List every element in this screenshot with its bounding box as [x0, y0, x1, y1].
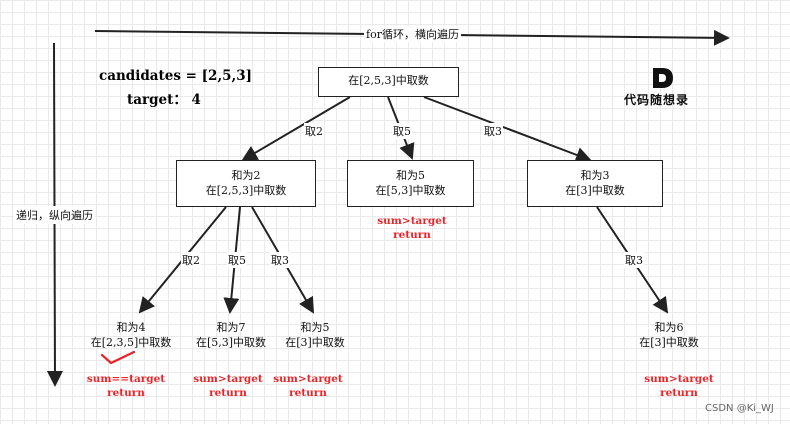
leaf-sum6-status: sum>target return: [639, 372, 719, 400]
root-node: 在[2,5,3]中取数: [318, 67, 459, 97]
leaf-sum4-status-line2: return: [107, 387, 145, 399]
horizontal-axis-label: for循环，横向遍历: [364, 26, 461, 42]
node-sum2-line2: 在[2,5,3]中取数: [205, 184, 287, 197]
node-sum5: 和为5 在[5,3]中取数: [347, 160, 474, 207]
leaf-sum6-line1: 和为6: [654, 321, 684, 334]
leaf-sum4-status-line1: sum==target: [86, 373, 166, 385]
node-sum2-line1: 和为2: [231, 169, 261, 182]
leaf-sum5b-status: sum>target return: [268, 372, 348, 400]
check-mark-icon: [100, 350, 136, 365]
leaf-sum5b-line1: 和为5: [300, 321, 330, 334]
leaf-sum4-status: sum==target return: [85, 372, 167, 400]
logo-text: 代码随想录: [624, 93, 690, 107]
node-sum5-status-line1: sum>target: [377, 215, 447, 227]
leaf-sum7-status-line2: return: [209, 387, 247, 399]
node-sum2: 和为2 在[2,5,3]中取数: [176, 160, 316, 207]
leaf-sum5b-status-line2: return: [289, 387, 327, 399]
leaf-sum6: 和为6 在[3]中取数: [633, 320, 705, 350]
leaf-sum4: 和为4 在[2,3,5]中取数: [85, 320, 177, 350]
edge-label-root-take-5: 取5: [392, 123, 412, 139]
leaf-sum6-status-line1: sum>target: [644, 373, 714, 385]
vertical-axis-label: 递归，纵向遍历: [14, 206, 95, 224]
leaf-sum5b: 和为5 在[3]中取数: [279, 320, 351, 350]
node-sum5-status: sum>target return: [372, 214, 452, 242]
edge-label-sum2-take-5: 取5: [227, 252, 247, 268]
leaf-sum7-status-line1: sum>target: [193, 373, 263, 385]
edge-label-root-take-3: 取3: [483, 123, 503, 139]
node-sum3-line2: 在[3]中取数: [565, 184, 625, 197]
edge-label-sum2-take-3: 取3: [270, 252, 290, 268]
edge-root-to-sum3: [423, 96, 592, 163]
node-sum3-line1: 和为3: [580, 169, 610, 182]
edge-root-to-sum2: [241, 96, 351, 162]
watermark: CSDN @Ki_WJ: [705, 403, 774, 414]
node-sum3: 和为3 在[3]中取数: [527, 160, 663, 207]
leaf-sum7-status: sum>target return: [188, 372, 268, 400]
edge-label-sum2-take-2: 取2: [181, 252, 201, 268]
leaf-sum7: 和为7 在[5,3]中取数: [190, 320, 272, 350]
edge-label-sum3-take-3: 取3: [624, 252, 644, 268]
target-param: target： 4: [127, 92, 201, 108]
root-node-label: 在[2,5,3]中取数: [348, 74, 429, 87]
logo-icon: [653, 68, 673, 88]
leaf-sum5b-status-line1: sum>target: [273, 373, 343, 385]
node-sum5-line1: 和为5: [396, 169, 425, 182]
leaf-sum4-line1: 和为4: [116, 321, 146, 334]
leaf-sum5b-line2: 在[3]中取数: [285, 336, 345, 349]
edge-label-root-take-2: 取2: [304, 123, 324, 139]
leaf-sum7-line1: 和为7: [216, 321, 246, 334]
logo: 代码随想录: [624, 66, 704, 107]
leaf-sum6-line2: 在[3]中取数: [639, 336, 699, 349]
leaf-sum7-line2: 在[5,3]中取数: [195, 336, 267, 349]
leaf-sum4-line2: 在[2,3,5]中取数: [90, 336, 172, 349]
node-sum5-line2: 在[5,3]中取数: [375, 184, 446, 197]
node-sum5-status-line2: return: [393, 229, 431, 241]
leaf-sum6-status-line2: return: [660, 387, 698, 399]
candidates-param: candidates = [2,5,3]: [99, 68, 253, 84]
